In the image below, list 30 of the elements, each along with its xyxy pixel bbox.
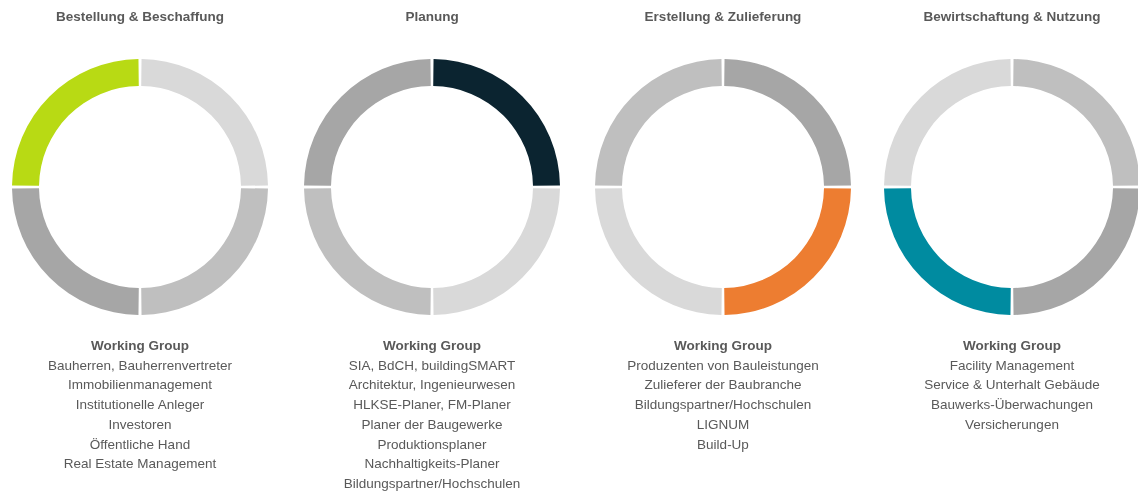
phase-heading: Planung [404, 8, 460, 26]
member-item: Versicherungen [964, 415, 1060, 434]
member-item: Bauherren, Bauherrenvertreter [47, 356, 233, 375]
member-item: Real Estate Management [62, 455, 218, 474]
member-item: Service & Unterhalt Gebäude [923, 376, 1101, 395]
member-item: SIA, BdCH, buildingSMART [347, 356, 517, 375]
member-item: Immobilienmanagement [66, 376, 214, 395]
group-heading: Working Group [90, 337, 190, 355]
member-item: Produktionsplaner [376, 435, 488, 454]
phase-heading: Bestellung & Beschaffung [55, 8, 225, 26]
group-heading: Working Group [962, 337, 1062, 355]
member-item: Build-Up [696, 435, 750, 454]
member-item: Facility Management [948, 356, 1076, 375]
member-item: Öffentliche Hand [88, 435, 192, 454]
member-item: Architektur, Ingenieurwesen [347, 376, 517, 395]
member-item: Nachhaltigkeits-Planer [363, 455, 501, 474]
member-item: Produzenten von Bauleistungen [626, 356, 820, 375]
member-item: Zulieferer der Baubranche [643, 376, 803, 395]
phase-heading: Bewirtschaftung & Nutzung [922, 8, 1102, 26]
phase-heading: Erstellung & Zulieferung [643, 8, 803, 26]
member-item: Planer der Baugewerke [360, 415, 504, 434]
member-item: HLKSE-Planer, FM-Planer [352, 396, 512, 415]
member-item: Bildungspartner/Hochschulen [342, 474, 522, 493]
member-item: Bauwerks-Überwachungen [929, 396, 1095, 415]
member-item: Investoren [107, 415, 173, 434]
group-heading: Working Group [673, 337, 773, 355]
group-heading: Working Group [382, 337, 482, 355]
member-item: Bildungspartner/Hochschulen [633, 396, 813, 415]
member-item: LIGNUM [695, 415, 751, 434]
member-item: Institutionelle Anleger [74, 396, 206, 415]
